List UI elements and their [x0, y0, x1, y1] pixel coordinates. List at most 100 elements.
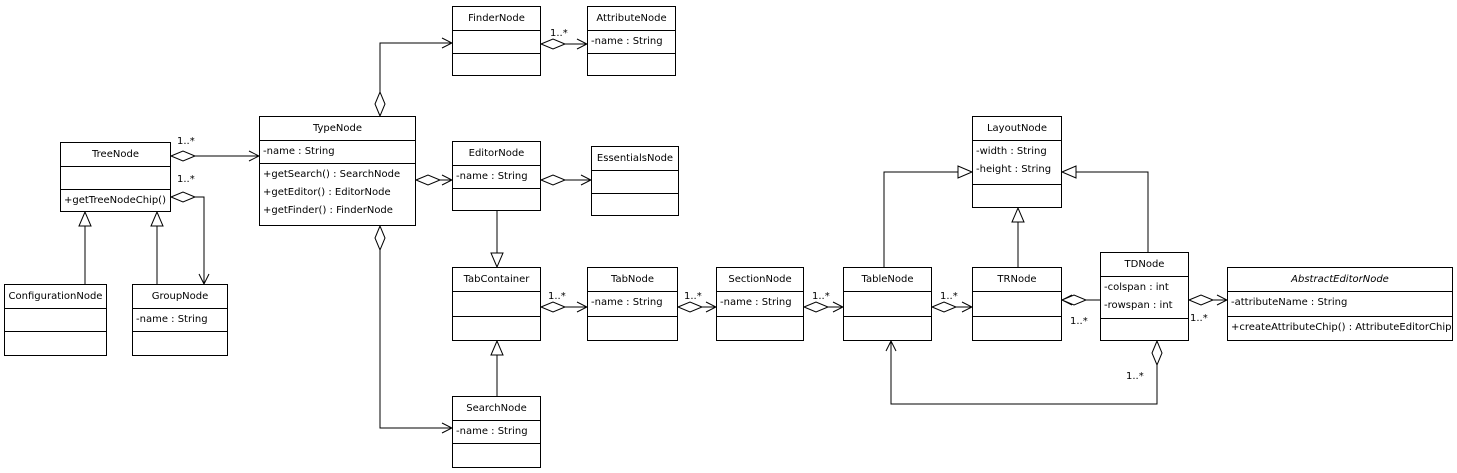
attribute: -name : String: [720, 297, 792, 308]
generalization-search-tabcontainer: [490, 339, 504, 396]
attribute: -name : String: [456, 426, 528, 437]
generalization-td-layout: [1060, 165, 1149, 252]
attribute: -name : String: [456, 171, 528, 182]
class-name: EssentialsNode: [592, 147, 678, 171]
attributes-section: [973, 292, 1061, 317]
operations-section: [5, 332, 106, 336]
class-name: AttributeNode: [588, 7, 675, 31]
operation: +getTreeNodeChip(): [64, 195, 166, 206]
association-tree-group: [169, 191, 204, 284]
attribute: -width : String: [976, 146, 1047, 157]
class-configuration-node[interactable]: ConfigurationNode: [4, 284, 107, 356]
class-name: SectionNode: [717, 268, 803, 292]
association-tabcontainer-tab: [539, 301, 587, 313]
attribute: -name : String: [591, 36, 663, 47]
operations-section: +createAttributeChip() : AttributeEditor…: [1228, 317, 1452, 339]
multiplicity-label: 1..*: [548, 291, 566, 302]
association-td-abstracteditor: [1187, 294, 1227, 306]
class-td-node[interactable]: TDNode -colspan : int -rowspan : int: [1100, 252, 1189, 341]
class-layout-node[interactable]: LayoutNode -width : String -height : Str…: [972, 116, 1062, 208]
association-td-tr: [1060, 294, 1100, 306]
attributes-section: [453, 292, 540, 317]
class-name: LayoutNode: [973, 117, 1061, 141]
class-name: TabContainer: [453, 268, 540, 292]
operation: +getSearch() : SearchNode: [263, 169, 401, 180]
class-name: EditorNode: [453, 142, 540, 166]
attribute: -name : String: [136, 314, 208, 325]
multiplicity-label: 1..*: [812, 291, 830, 302]
multiplicity-label: 1..*: [177, 136, 195, 147]
generalization-tabcontainer-editor: [490, 211, 504, 269]
class-section-node[interactable]: SectionNode -name : String: [716, 267, 804, 341]
class-name: TypeNode: [260, 117, 415, 141]
attributes-section: [844, 292, 931, 317]
class-editor-node[interactable]: EditorNode -name : String: [452, 141, 541, 211]
class-tab-node[interactable]: TabNode -name : String: [587, 267, 678, 341]
class-table-node[interactable]: TableNode: [843, 267, 932, 341]
operations-section: +getSearch() : SearchNode +getEditor() :…: [260, 164, 415, 222]
operations-section: [588, 317, 677, 321]
multiplicity-label: 1..*: [940, 291, 958, 302]
class-name: SearchNode: [453, 397, 540, 421]
operations-section: [844, 317, 931, 321]
attributes-section: [592, 171, 678, 194]
class-finder-node[interactable]: FinderNode: [452, 6, 541, 76]
association-editor-essentials: [539, 174, 591, 186]
class-attribute-node[interactable]: AttributeNode -name : String: [587, 6, 676, 76]
operation: +getFinder() : FinderNode: [263, 205, 393, 216]
multiplicity-label: 1..*: [684, 291, 702, 302]
class-name: AbstractEditorNode: [1228, 268, 1452, 292]
class-search-node[interactable]: SearchNode -name : String: [452, 396, 541, 468]
attribute: -rowspan : int: [1104, 300, 1173, 311]
operations-section: [592, 194, 678, 198]
class-group-node[interactable]: GroupNode -name : String: [132, 284, 228, 356]
class-type-node[interactable]: TypeNode -name : String +getSearch() : S…: [259, 116, 416, 226]
generalization-group-tree: [150, 210, 164, 284]
class-name: TreeNode: [61, 143, 170, 167]
attributes-section: -width : String -height : String: [973, 141, 1061, 185]
class-tree-node[interactable]: TreeNode +getTreeNodeChip(): [60, 142, 171, 212]
generalization-table-layout: [883, 165, 974, 267]
operations-section: [1101, 319, 1188, 323]
association-tree-type: [169, 150, 259, 162]
class-name: TRNode: [973, 268, 1061, 292]
attributes-section: -name : String: [717, 292, 803, 317]
class-name: GroupNode: [133, 285, 227, 309]
operations-section: [717, 317, 803, 321]
association-type-search: [374, 224, 452, 428]
class-essentials-node[interactable]: EssentialsNode: [591, 146, 679, 216]
class-name: TabNode: [588, 268, 677, 292]
generalization-tr-layout: [1011, 206, 1025, 267]
class-tab-container[interactable]: TabContainer: [452, 267, 541, 341]
association-type-editor: [414, 174, 452, 186]
class-tr-node[interactable]: TRNode: [972, 267, 1062, 341]
association-section-table: [802, 301, 843, 313]
multiplicity-label: 1..*: [1126, 371, 1144, 382]
class-name: ConfigurationNode: [5, 285, 106, 309]
class-name: FinderNode: [453, 7, 540, 31]
class-abstract-editor-node[interactable]: AbstractEditorNode -attributeName : Stri…: [1227, 267, 1453, 341]
attributes-section: -attributeName : String: [1228, 292, 1452, 317]
operation: +getEditor() : EditorNode: [263, 187, 391, 198]
attributes-section: [61, 167, 170, 190]
class-name: TDNode: [1101, 253, 1188, 277]
attributes-section: -name : String: [588, 31, 675, 54]
operations-section: [453, 54, 540, 58]
operations-section: [588, 54, 675, 58]
attributes-section: -name : String: [260, 141, 415, 164]
operations-section: [453, 317, 540, 321]
operations-section: [973, 185, 1061, 189]
attributes-section: -name : String: [453, 421, 540, 444]
operations-section: [453, 189, 540, 193]
operation: +createAttributeChip() : AttributeEditor…: [1231, 322, 1452, 333]
operations-section: [133, 332, 227, 336]
attributes-section: -colspan : int -rowspan : int: [1101, 277, 1188, 319]
association-finder-attribute: [539, 38, 587, 50]
multiplicity-label: 1..*: [550, 28, 568, 39]
generalization-configuration-tree: [78, 210, 92, 284]
attributes-section: -name : String: [453, 166, 540, 189]
attribute: -height : String: [976, 164, 1052, 175]
association-tab-section: [676, 301, 716, 313]
multiplicity-label: 1..*: [1070, 316, 1088, 327]
